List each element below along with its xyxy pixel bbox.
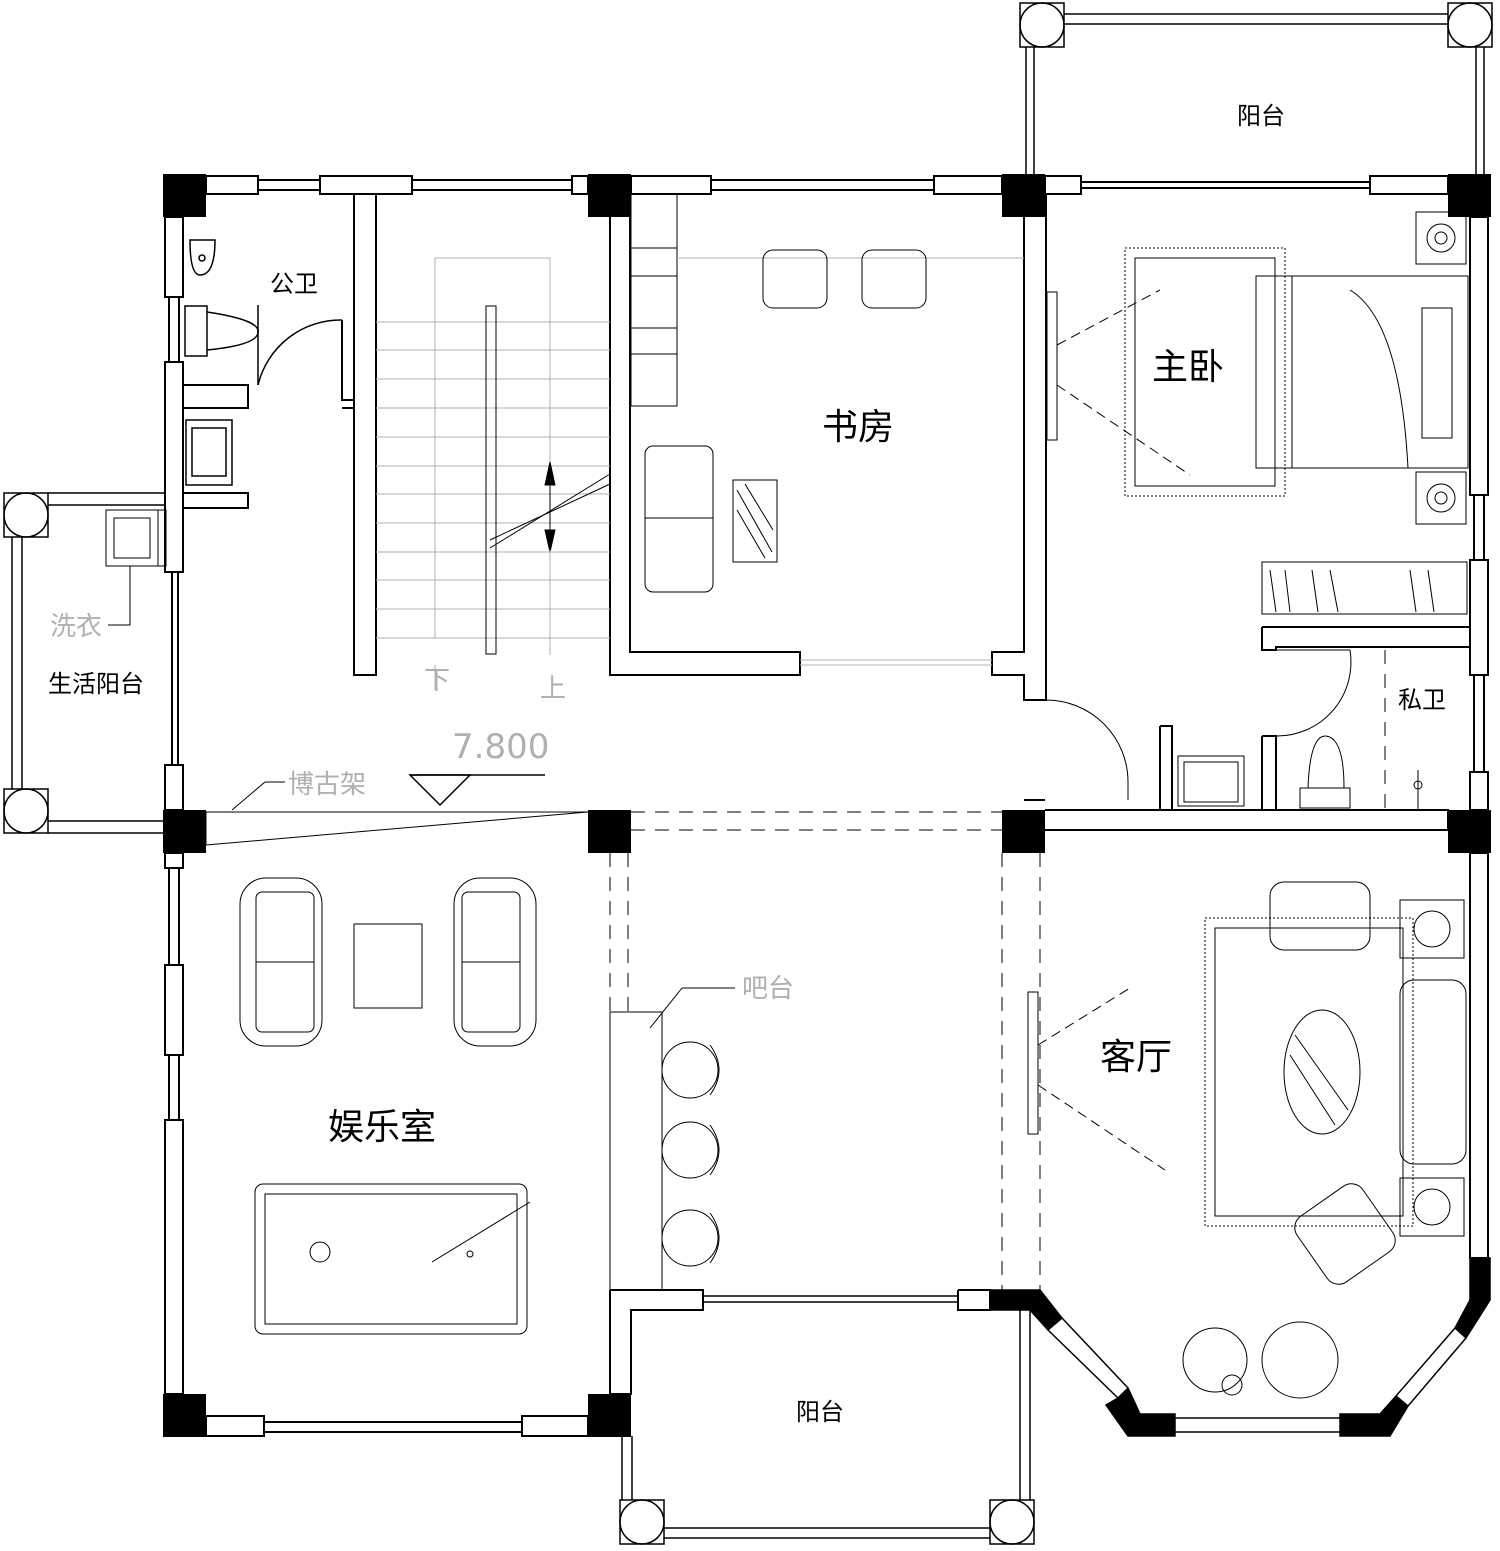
living-furniture bbox=[1027, 881, 1467, 1399]
annotation-stair-down: 下 bbox=[424, 666, 451, 696]
elevation-mark bbox=[408, 774, 545, 807]
bar-counter bbox=[609, 987, 735, 1291]
room-label-public-wc: 公卫 bbox=[270, 270, 318, 298]
room-label-laundry-balcony: 生活阳台 bbox=[48, 670, 144, 698]
room-label-entertainment-room: 娱乐室 bbox=[328, 1107, 437, 1148]
annotation-laundry: 洗衣 bbox=[50, 612, 103, 642]
annotation-stair-up: 上 bbox=[540, 674, 567, 704]
room-label-living-room: 客厅 bbox=[1100, 1037, 1173, 1078]
entertainment-furniture bbox=[239, 877, 537, 1335]
stair-treads bbox=[376, 321, 610, 639]
room-label-balcony-bottom: 阳台 bbox=[796, 1398, 844, 1426]
study-furniture bbox=[630, 193, 1024, 666]
public-wc-fixtures bbox=[184, 239, 343, 486]
annotation-bar-counter: 吧台 bbox=[742, 974, 795, 1004]
room-label-balcony-top: 阳台 bbox=[1237, 102, 1285, 130]
living-angled-walls bbox=[989, 1257, 1491, 1437]
washing-machine bbox=[105, 509, 167, 626]
door-arcs bbox=[1045, 649, 1352, 800]
annotation-display-shelf: 博古架 bbox=[288, 770, 367, 800]
private-wc-fixtures bbox=[1177, 735, 1423, 810]
display-shelf bbox=[205, 781, 589, 846]
balcony-laundry bbox=[3, 492, 165, 834]
master-bedroom-furniture bbox=[1046, 211, 1469, 615]
exterior-walls bbox=[164, 175, 1489, 1437]
structural-columns bbox=[163, 174, 1491, 1437]
interior-walls bbox=[183, 194, 1471, 1395]
room-label-master-bedroom: 主卧 bbox=[1152, 347, 1225, 388]
balcony-top bbox=[1019, 2, 1493, 176]
dashed-openings bbox=[609, 650, 1386, 1290]
annotation-elevation: 7.800 bbox=[452, 727, 550, 767]
balcony-bottom bbox=[619, 1295, 1035, 1545]
stairs bbox=[376, 257, 611, 690]
room-label-study: 书房 bbox=[822, 407, 895, 448]
room-label-private-wc: 私卫 bbox=[1398, 686, 1446, 714]
